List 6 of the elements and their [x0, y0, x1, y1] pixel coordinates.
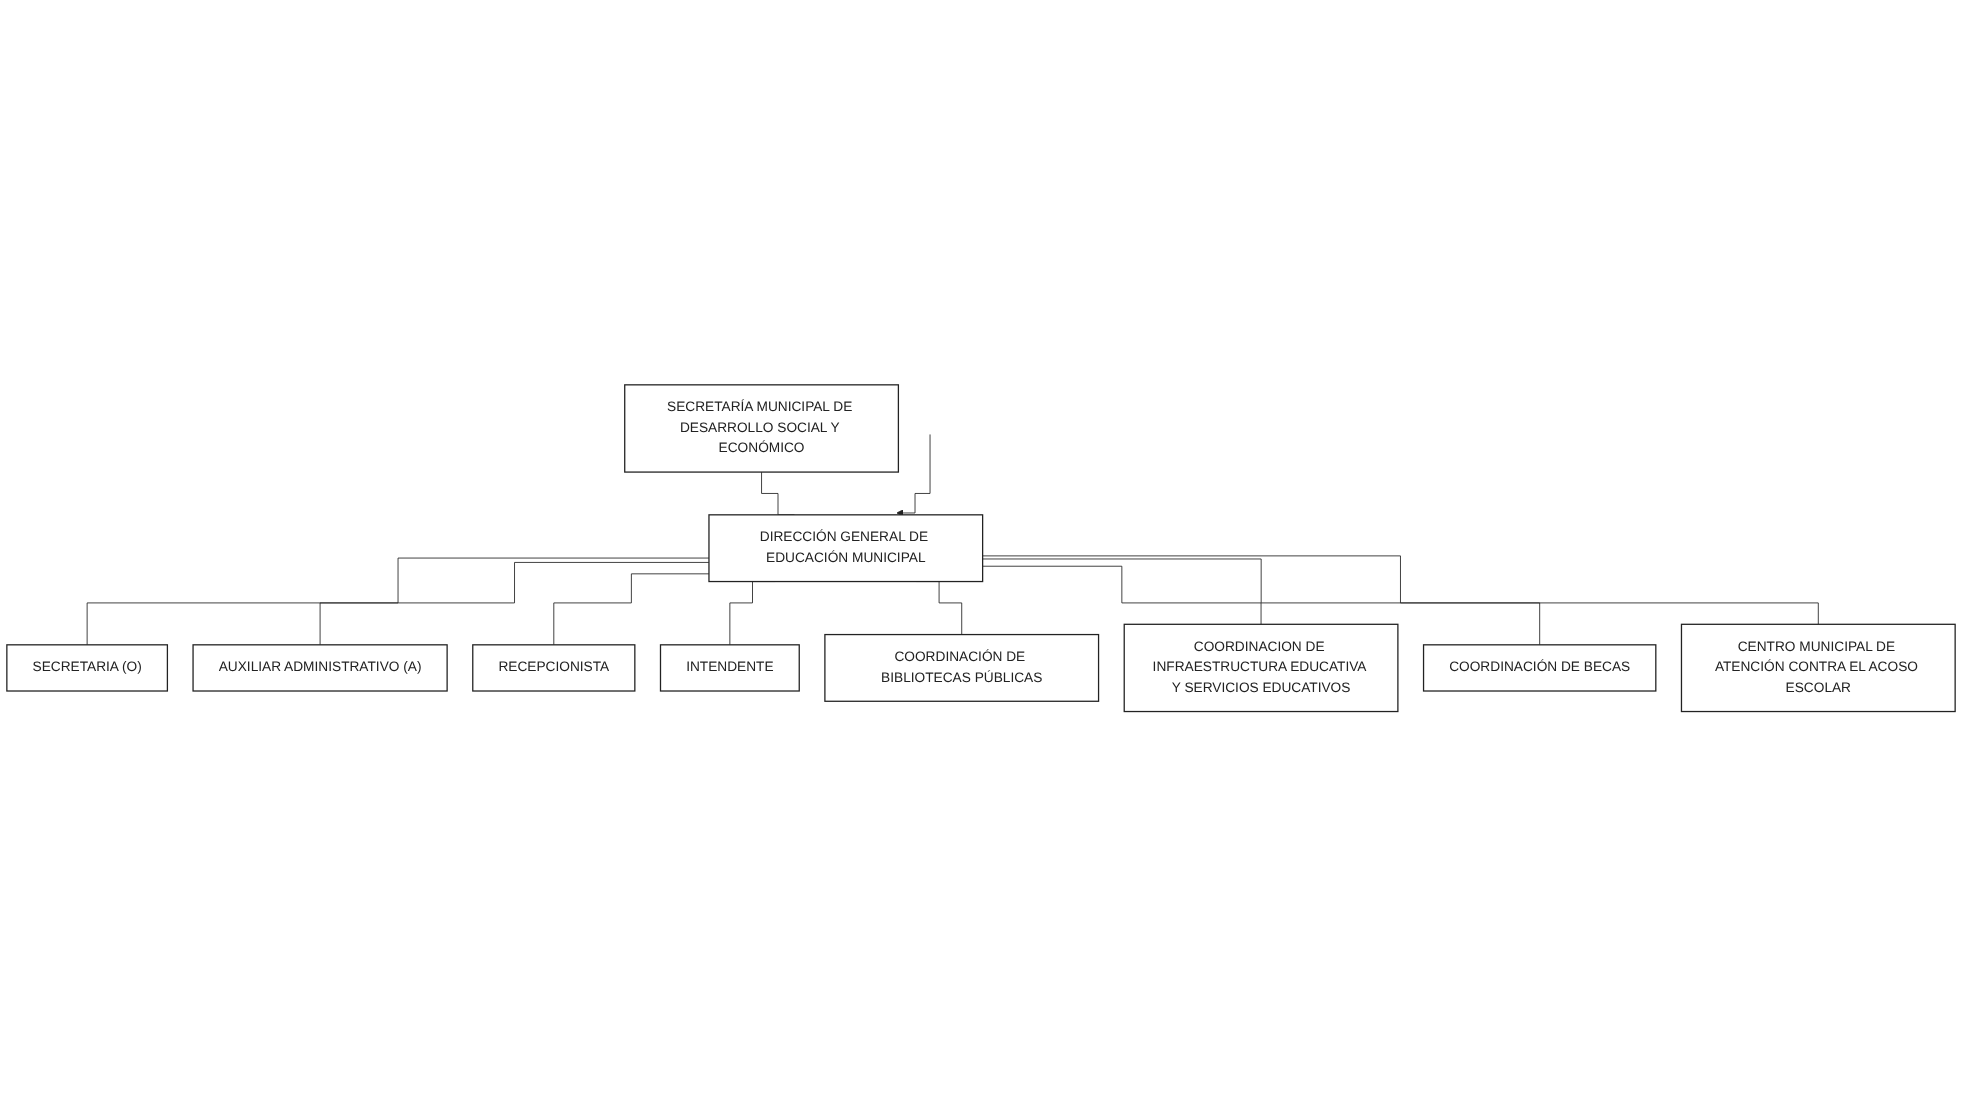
- connector: [319, 561, 710, 646]
- connector: [982, 558, 1541, 646]
- connector: [553, 573, 710, 646]
- connector: [86, 557, 710, 646]
- connector: [982, 555, 1819, 625]
- connector: [982, 565, 1262, 625]
